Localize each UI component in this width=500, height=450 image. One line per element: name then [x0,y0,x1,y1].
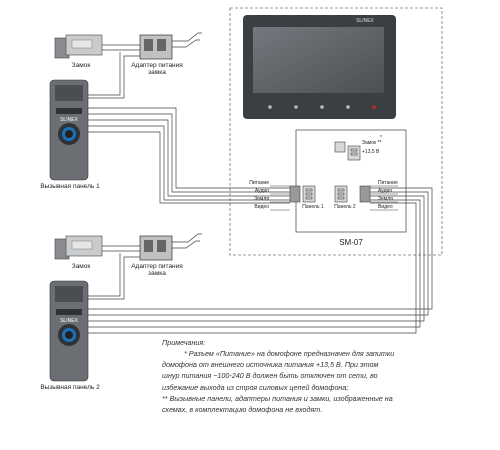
monitor-brand: SLINEX [356,18,374,24]
call-panel-2-device [49,280,89,382]
monitor-button-1 [268,105,272,109]
plug-panel-1 [289,185,301,203]
lock-port-label: Замок ** [362,140,382,146]
terminal-right-video: Видео [378,204,393,210]
call-panel-1-brand: SLINEX [60,117,78,123]
lock-adapter-1-device [139,34,173,60]
lock-adapter-2-device [139,235,173,261]
notes-block: Примечания: * Разъем «Питание» на домофо… [162,337,447,415]
terminal-left-ground: Земля [254,196,269,202]
terminal-leads-right [370,185,398,211]
terminal-right-audio: Аудио [378,188,393,194]
notes-line-5: ** Вызывные панели, адаптеры питания и з… [162,393,393,403]
call-panel-2-brand: SLINEX [60,318,78,324]
terminal-right-ground: Земля [378,196,393,202]
power-port-marker: * [380,135,382,141]
lock-2-label: Замок [71,263,91,270]
lock-adapter-2-label: Адаптер питания замка [131,263,183,278]
monitor-enclosure [229,7,443,256]
connector-panel-1 [302,185,316,203]
monitor-button-4 [346,105,350,109]
notes-line-2: домофона от внешнего источника питания +… [162,360,379,370]
notes-line-4: избежание выхода из строя силовых цепей … [162,382,349,392]
monitor-unit [243,15,396,119]
notes-title: Примечания: [162,338,206,347]
panel-2-port-label: Панель 2 [334,204,356,210]
lock-1-label: Замок [71,62,91,69]
lock-1-device [54,34,103,59]
connector-lock [334,141,346,153]
terminal-right-power: Питание [378,180,398,186]
monitor-button-2 [294,105,298,109]
wires-panel-2 [88,187,433,334]
lock-2-device [54,235,103,260]
notes-line-3: шнур питания ~100-240 В должен быть откл… [162,371,378,381]
panel-1-port-label: Панель 1 [302,204,324,210]
notes-line-6: схемах, в комплектацию домофона не входя… [162,404,323,414]
call-panel-2-label: Вызывная панель 2 [40,384,100,391]
terminal-left-video: Видео [254,204,269,210]
terminal-leads-left [270,185,290,211]
connector-panel-2 [334,185,348,203]
lock-adapter-1-label: Адаптер питания замка [131,62,183,77]
monitor-power-button [372,105,376,109]
power-port-label: +13,5 В [362,149,380,155]
terminal-left-power: Питание [249,180,269,186]
call-panel-1-label: Вызывная панель 1 [40,183,100,190]
monitor-button-3 [320,105,324,109]
connector-power [347,145,361,161]
terminal-left-audio: Аудио [254,188,269,194]
plug-panel-2 [359,185,371,203]
monitor-model: SM-07 [339,238,363,247]
wires-panel-1 [88,32,290,204]
call-panel-1-device [49,79,89,181]
notes-line-1: * Разъем «Питание» на домофоне предназна… [184,349,395,359]
